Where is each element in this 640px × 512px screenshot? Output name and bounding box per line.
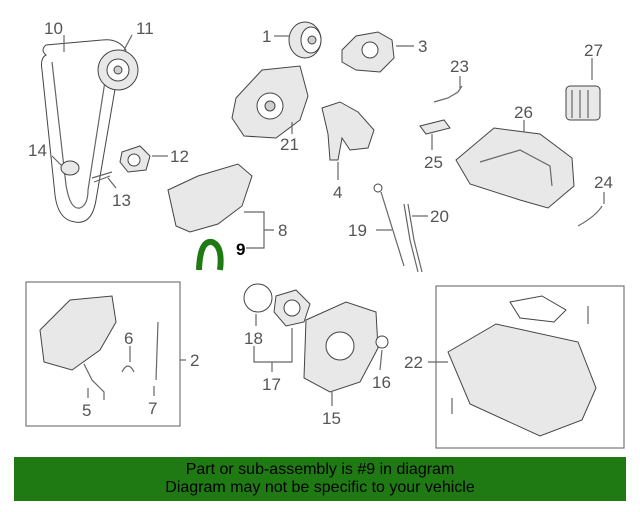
dipstick-tube-part [403, 203, 423, 273]
tensioner-part [60, 160, 80, 176]
bracket-part [321, 101, 375, 161]
callout-17: 17 [262, 375, 281, 394]
seal-18-part [243, 283, 273, 313]
baffle-part [419, 119, 451, 135]
idler-part [119, 145, 151, 173]
callout-20: 20 [430, 207, 449, 226]
oil-pan-part [455, 127, 575, 209]
callout-14: 14 [28, 141, 47, 160]
info-banner: Part or sub-assembly is #9 in diagram Di… [14, 457, 626, 501]
oil-pump-housing-part [341, 31, 395, 73]
gasket-23-part [433, 85, 463, 103]
callout-3: 3 [418, 37, 427, 56]
lower-cover-group-box [25, 281, 181, 427]
callout-8: 8 [278, 221, 287, 240]
banner-line-2: Diagram may not be specific to your vehi… [165, 479, 475, 496]
seal-7-part [155, 321, 159, 381]
seal-housing-part [273, 289, 311, 327]
crank-pulley-part [288, 21, 322, 59]
callout-9: 9 [236, 240, 245, 259]
leader-lines [51, 34, 605, 406]
callout-18: 18 [244, 329, 263, 348]
callout-19: 19 [348, 221, 367, 240]
callout-25: 25 [424, 153, 443, 172]
oil-pump-body-part [231, 65, 309, 139]
seal-5-part [83, 363, 105, 400]
rear-cover-part [303, 301, 379, 393]
highlighted-seal-9-part [196, 238, 224, 271]
oil-filter-part [565, 85, 601, 121]
lower-oil-pan-part [447, 295, 597, 437]
callout-labels: 1 2 3 4 5 6 7 8 9 10 11 12 13 14 15 16 1… [28, 19, 613, 428]
callout-1: 1 [262, 27, 271, 46]
callout-26: 26 [514, 103, 533, 122]
callout-15: 15 [322, 409, 341, 428]
callout-13: 13 [112, 191, 131, 210]
callout-12: 12 [170, 147, 189, 166]
timing-cover-part [167, 163, 253, 233]
callout-10: 10 [44, 19, 63, 38]
dipstick-part [373, 183, 405, 267]
callout-23: 23 [450, 57, 469, 76]
oil-pan-group-box [435, 285, 625, 449]
spring-part [91, 171, 113, 183]
callout-6: 6 [124, 329, 133, 348]
seal-16-part [375, 335, 389, 349]
callout-4: 4 [333, 183, 342, 202]
cam-sprocket-part [97, 49, 139, 91]
callout-24: 24 [594, 173, 613, 192]
callout-16: 16 [372, 373, 391, 392]
callout-2: 2 [190, 351, 199, 370]
hose-part [577, 205, 603, 227]
callout-21: 21 [280, 135, 299, 154]
callout-11: 11 [136, 19, 154, 38]
seal-6-part [121, 365, 135, 373]
callout-22: 22 [404, 353, 423, 372]
banner-line-1: Part or sub-assembly is #9 in diagram [185, 461, 455, 478]
callout-7: 7 [148, 399, 157, 418]
callout-27: 27 [584, 41, 603, 60]
callout-5: 5 [82, 401, 91, 420]
lower-timing-cover-part [39, 295, 117, 371]
